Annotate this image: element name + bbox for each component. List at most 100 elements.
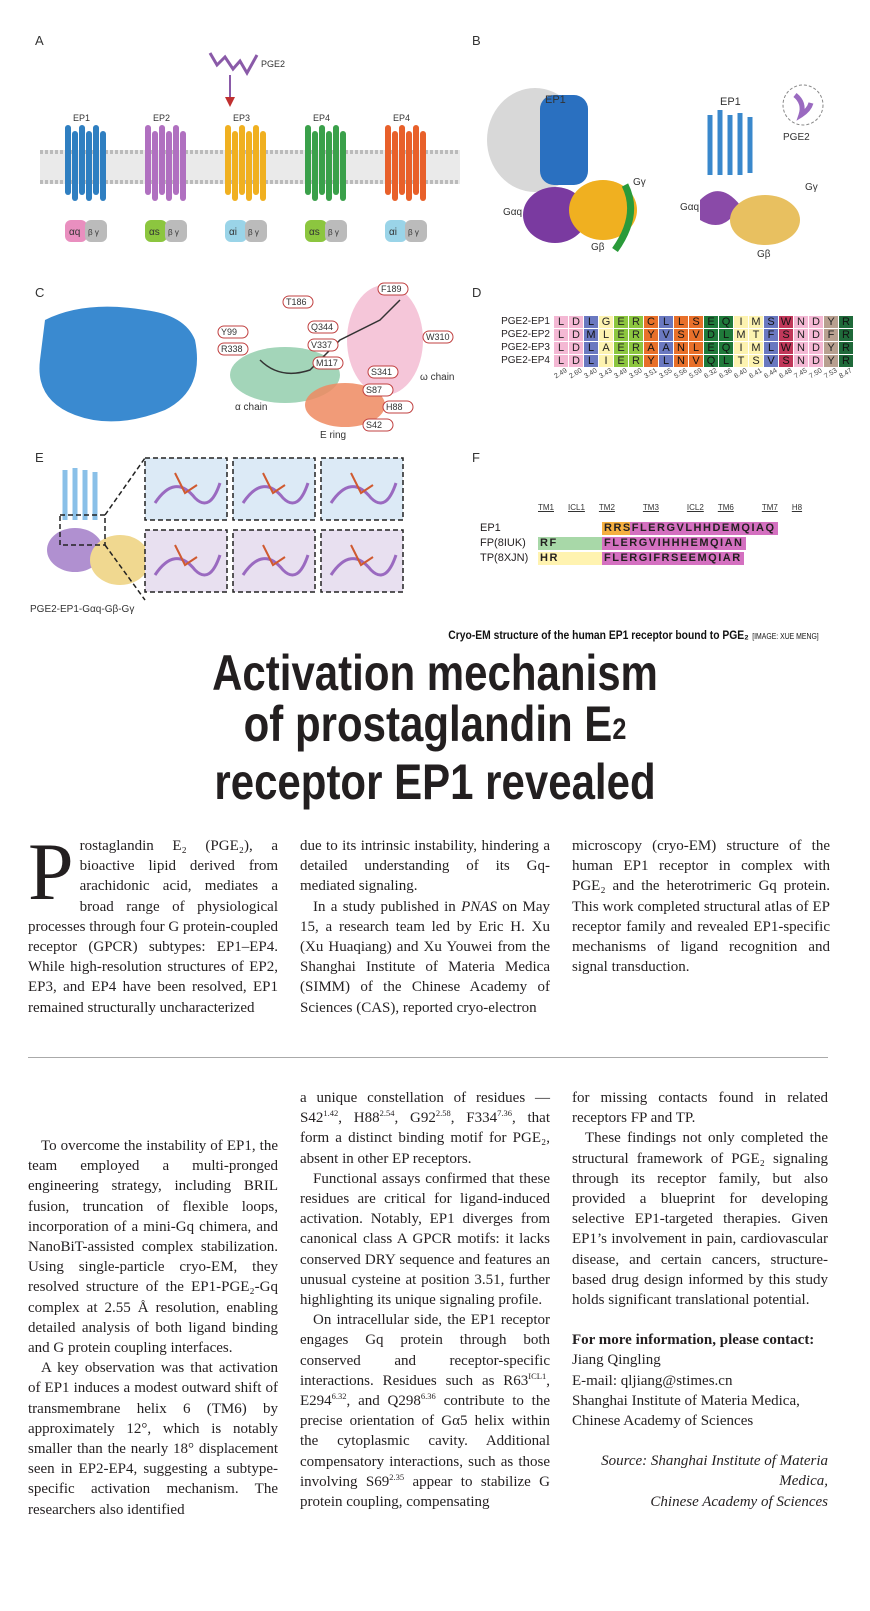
detail-inset — [320, 457, 404, 521]
residue-cell: R — [839, 341, 853, 354]
source-line: Medica, — [779, 1473, 828, 1490]
receptor-surface — [39, 306, 197, 422]
gb-label-b2: Gβ — [757, 249, 771, 260]
pge2-label-b: PGE2 — [783, 132, 810, 143]
residue-cell: Q — [704, 354, 718, 367]
residue-tag — [377, 282, 409, 296]
residue-tag — [307, 320, 339, 334]
gg-density — [612, 183, 635, 253]
gaq-label-b1: Gαq — [503, 207, 522, 218]
superscript: 6.36 — [420, 1391, 436, 1402]
intro-text-3b: on May 15, a research team led by Eric H… — [300, 898, 551, 1016]
residue-cell: L — [719, 328, 733, 341]
residue-cell: L — [584, 354, 598, 367]
residue-cell: V — [659, 328, 673, 341]
residue-cell: A — [659, 341, 673, 354]
text-seg: a unique constellation of residues — S42 — [300, 1090, 550, 1127]
headline-subscript: 2 — [612, 713, 627, 746]
body-paragraph: Functional assays confirmed that these r… — [300, 1170, 550, 1309]
residue-cell: D — [569, 354, 583, 367]
residue-label: T186 — [286, 297, 307, 307]
text-seg: , H88 — [338, 1110, 380, 1127]
row-label: PGE2-EP4 — [501, 355, 550, 366]
panel-e-interaction-details: PGE2-EP1-Gαq-Gβ-Gγ — [30, 457, 404, 615]
residue-label: S87 — [366, 385, 382, 395]
residue-tag — [217, 342, 249, 356]
residue-cell: E — [614, 315, 628, 328]
region-header: ICL1 — [568, 503, 585, 512]
omega-chain-label: ω chain — [420, 372, 455, 383]
residue-cell: R — [629, 341, 643, 354]
g-betagamma-label: β γ — [248, 228, 259, 237]
g-alpha-label: αs — [309, 227, 320, 238]
region-header: H8 — [791, 503, 803, 512]
detail-inset — [232, 529, 316, 593]
residue-cell: D — [569, 328, 583, 341]
residue-cell: M — [584, 328, 598, 341]
body-paragraph: On intracellular side, the EP1 receptor … — [300, 1310, 550, 1512]
e-ring-label: E ring — [320, 430, 346, 440]
detail-inset — [232, 457, 316, 521]
residue-cell: R — [839, 354, 853, 367]
intro-text-4: microscopy (cryo-EM) structure of the hu… — [572, 838, 830, 976]
intro-text-3: In a study published in PNAS on May 15, … — [300, 897, 550, 1018]
region-header: TM2 — [598, 503, 615, 512]
residue-cell: D — [569, 341, 583, 354]
contact-email[interactable]: E-mail: qljiang@stimes.cn — [572, 1372, 733, 1389]
residue-cell: L — [764, 341, 778, 354]
residue-cell: N — [794, 315, 808, 328]
contact-org: Chinese Academy of Sciences — [572, 1413, 754, 1430]
body-paragraph: for missing contacts found in related re… — [572, 1090, 828, 1127]
residue-cell: V — [689, 328, 703, 341]
residue-cell: E — [614, 341, 628, 354]
body-column-3: for missing contacts found in related re… — [572, 1088, 828, 1512]
text-seg: , G92 — [394, 1110, 436, 1127]
residue-label: Q344 — [311, 322, 333, 332]
residue-cell: Y — [824, 315, 838, 328]
residue-label: F189 — [381, 284, 402, 294]
panel-label-a: A — [35, 33, 44, 48]
panel-label-b: B — [472, 33, 481, 48]
region-header: TM3 — [642, 503, 659, 512]
gb-label-b1: Gβ — [591, 242, 605, 253]
residue-cell: F — [764, 328, 778, 341]
residue-tag — [367, 365, 399, 379]
residue-cell: R — [839, 328, 853, 341]
residue-cell: L — [689, 341, 703, 354]
residue-cell: L — [554, 328, 568, 341]
intro-column-2: due to its intrinsic instability, hinder… — [300, 836, 550, 1018]
alpha-chain-label: α chain — [235, 402, 267, 413]
residue-cell: Y — [824, 341, 838, 354]
g-betagamma-label: β γ — [88, 228, 99, 237]
residue-cell: M — [749, 341, 763, 354]
g-alpha-subunit — [225, 220, 247, 242]
residue-cell: Q — [719, 315, 733, 328]
g-alpha-label: αi — [389, 227, 397, 238]
pge2-inset — [782, 84, 824, 126]
residue-cell: L — [554, 315, 568, 328]
residue-tag — [307, 338, 339, 352]
residue-cell: L — [584, 315, 598, 328]
g-betagamma-subunit — [85, 220, 107, 242]
residue-cell: L — [554, 341, 568, 354]
receptor-label: EP4 — [393, 113, 410, 123]
text-seg: , that form a distinct binding motif for… — [300, 1110, 550, 1167]
row-label: TP(8XJN) — [480, 552, 529, 564]
residue-cell: L — [659, 354, 673, 367]
g-alpha-label: αs — [149, 227, 160, 238]
residue-cell: L — [674, 315, 688, 328]
residue-cell: L — [554, 354, 568, 367]
residue-cell: R — [839, 315, 853, 328]
image-credit: [IMAGE: XUE MENG] — [752, 632, 819, 641]
residue-cell: I — [734, 341, 748, 354]
residue-cell: D — [809, 328, 823, 341]
contact-heading: For more information, please contact: — [572, 1332, 815, 1349]
gaq-label-b2: Gαq — [680, 202, 699, 213]
